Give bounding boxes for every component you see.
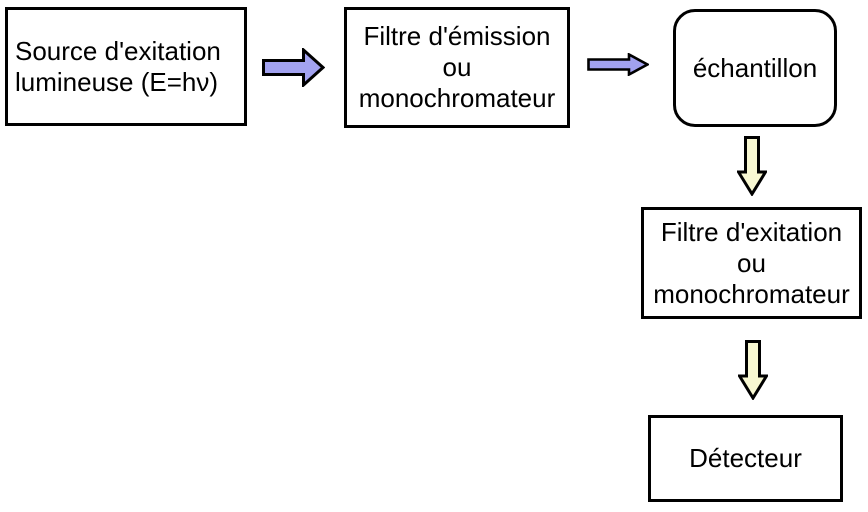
box-source-excitation-line2: lumineuse (E=hν) — [15, 66, 219, 97]
right-arrow-shape — [587, 53, 649, 76]
box-filtre-emission-line1: Filtre d'émission — [363, 21, 551, 51]
box-echantillon: échantillon — [673, 9, 837, 127]
right-arrow-shape — [262, 48, 325, 87]
down-arrow-excitation-to-detector-icon — [738, 340, 768, 400]
down-arrow-shape — [738, 340, 768, 400]
down-arrow-sample-to-excitation-icon — [737, 136, 767, 196]
box-filtre-emission-line2: ou — [442, 52, 472, 82]
box-filtre-exitation-line1: Filtre d'exitation — [660, 216, 843, 247]
down-arrow-shape — [737, 136, 767, 196]
box-filtre-exitation-line3: monochromateur — [653, 278, 850, 309]
box-source-excitation-line1: Source d'exitation — [15, 35, 221, 66]
right-arrow-source-to-emission-icon — [262, 48, 325, 87]
right-arrow-emission-to-sample-icon — [587, 53, 649, 76]
box-filtre-emission-line3: monochromateur — [358, 83, 556, 113]
box-detecteur: Détecteur — [648, 415, 843, 502]
box-echantillon-line1: échantillon — [692, 52, 818, 83]
box-filtre-exitation: Filtre d'exitation ou monochromateur — [641, 207, 862, 319]
box-filtre-emission: Filtre d'émission ou monochromateur — [344, 7, 570, 128]
box-detecteur-line1: Détecteur — [689, 443, 802, 473]
box-filtre-exitation-line2: ou — [737, 247, 766, 278]
box-source-excitation: Source d'exitation lumineuse (E=hν) — [5, 7, 247, 126]
